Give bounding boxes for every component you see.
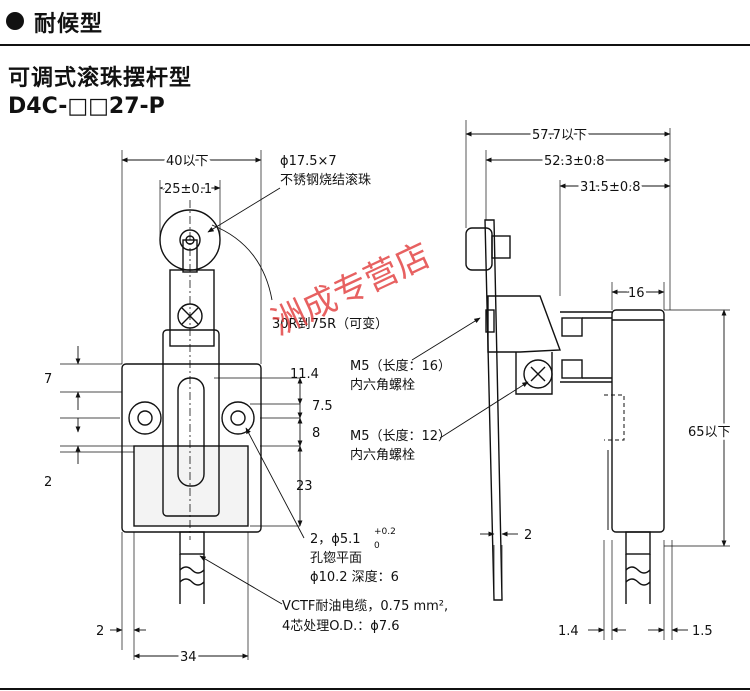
dim-label-65: 65以下 <box>688 425 731 440</box>
section-header: 耐候型 <box>0 0 750 44</box>
dim-label-57-7: 57.7以下 <box>532 128 587 143</box>
note-hole-tol-bot: 0 <box>374 541 380 551</box>
dim-label-16: 16 <box>628 286 645 301</box>
dim-label-1-5: 1.5 <box>692 624 713 639</box>
bullet-icon <box>6 12 24 30</box>
note-radius: 30R到75R（可变） <box>272 316 388 332</box>
note-bolt-m5-16-type: 内六角螺栓 <box>350 377 415 393</box>
product-name: 可调式滚珠摆杆型 <box>8 66 193 91</box>
side-view <box>411 120 730 640</box>
note-bolt-m5-12: M5（长度：12） <box>350 428 451 444</box>
dim-label-31-5: 31.5±0.8 <box>580 180 641 195</box>
note-bolt-m5-16: M5（长度：16） <box>350 358 451 374</box>
dim-label-side-2: 2 <box>524 528 532 543</box>
dim-label-7: 7 <box>44 372 52 387</box>
side-head <box>487 295 561 353</box>
mount-hole-right <box>221 401 255 435</box>
footer-rule <box>0 688 750 690</box>
section-title: 耐候型 <box>34 12 104 37</box>
note-hole-tol-top: +0.2 <box>374 527 396 537</box>
side-lever-plate <box>484 219 503 601</box>
model-number: D4C-□□27-P <box>8 94 165 119</box>
cable-gland <box>179 531 205 555</box>
dim-label-52-3: 52.3±0.8 <box>544 154 605 169</box>
cable <box>179 554 205 604</box>
note-hole-counterbore: 孔锪平面 <box>310 550 362 566</box>
dim-label-25: 25±0.1 <box>164 182 212 197</box>
dim-label-34: 34 <box>180 650 197 665</box>
mount-hole-left <box>128 401 162 435</box>
dim-label-2-bottom: 2 <box>96 624 104 639</box>
front-view <box>60 150 305 660</box>
dim-label-2-left: 2 <box>44 475 52 490</box>
note-hole-spec: 2，ϕ5.1 <box>310 532 361 547</box>
side-body <box>611 309 665 533</box>
note-cable-od: 4芯处理O.D.：ϕ7.6 <box>282 619 400 634</box>
dim-label-7-5: 7.5 <box>312 399 333 414</box>
note-cable-type: VCTF耐油电缆，0.75 mm², <box>282 598 448 614</box>
note-bolt-m5-12-type: 内六角螺栓 <box>350 447 415 463</box>
note-roller-size: ϕ17.5×7 <box>280 154 337 169</box>
note-hole-depth: ϕ10.2 深度：6 <box>310 569 399 585</box>
dim-label-40: 40以下 <box>166 154 209 169</box>
dim-label-8: 8 <box>312 426 320 441</box>
dim-label-1-4: 1.4 <box>558 624 579 639</box>
lever-arm <box>169 269 215 347</box>
dim-label-11-4: 11.4 <box>290 367 319 382</box>
note-roller-material: 不锈钢烧结滚珠 <box>280 172 371 188</box>
radius-arc <box>211 224 273 301</box>
header-rule <box>0 44 750 46</box>
side-view-labels: 57.7以下 52.3±0.8 31.5±0.8 16 M5（长度：16） 内六… <box>350 126 733 640</box>
front-view-labels: 40以下 25±0.1 ϕ17.5×7 不锈钢烧结滚珠 30R到75R（可变） … <box>44 152 448 668</box>
lever-slot <box>162 329 220 517</box>
dim-label-23: 23 <box>296 479 313 494</box>
